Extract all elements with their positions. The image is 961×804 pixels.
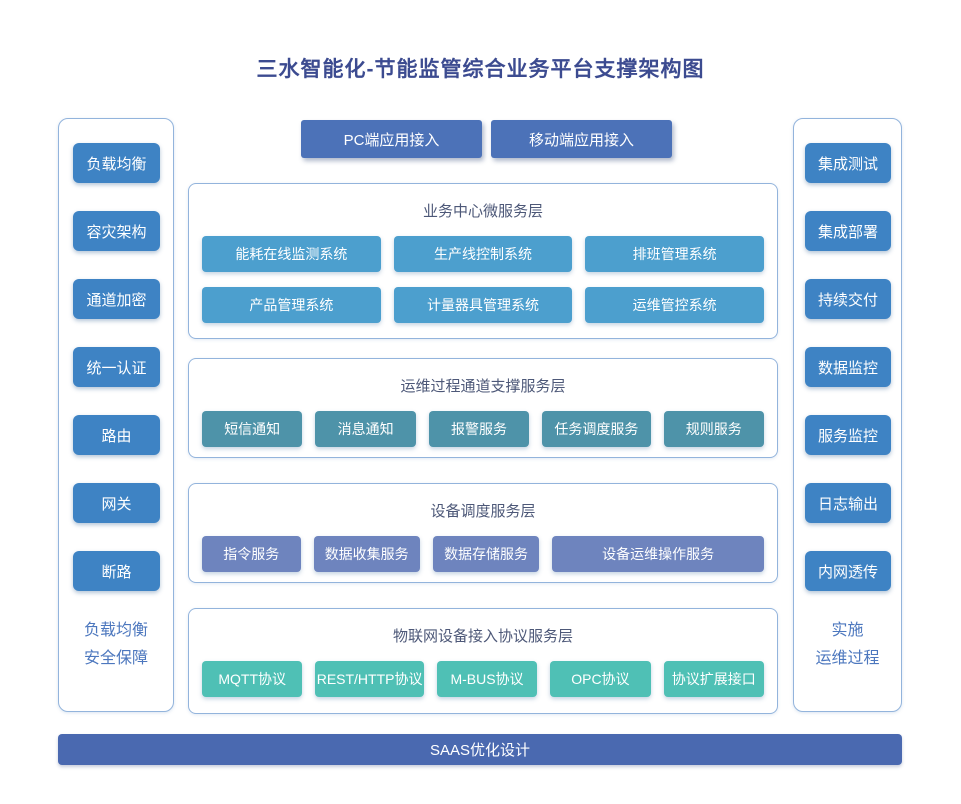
left-panel-caption-line1: 负载均衡 [83,622,148,639]
node-alarm-service: 报警服务 [428,411,530,447]
node-product-management: 产品管理系统 [202,287,381,323]
sidebar-item-log-output: 日志输出 [805,483,891,523]
saas-optimization-bar: SAAS优化设计 [58,734,902,765]
sidebar-item-service-monitoring: 服务监控 [805,415,891,455]
node-sms-notification: 短信通知 [202,411,303,447]
right-panel-caption-line2: 运维过程 [815,650,880,667]
sidebar-item-load-balancing: 负载均衡 [73,143,160,183]
layer-title-ops-channel: 运维过程通道支撑服务层 [400,378,566,395]
node-task-scheduling-service: 任务调度服务 [542,411,651,447]
node-data-storage-service: 数据存储服务 [432,536,540,572]
sidebar-item-disaster-recovery: 容灾架构 [73,211,160,251]
sidebar-item-continuous-delivery: 持续交付 [805,279,891,319]
right-panel-caption: 实施 运维过程 [794,617,901,673]
right-panel-devops: 集成测试 集成部署 持续交付 数据监控 服务监控 日志输出 内网透传 实施 运维… [793,118,902,712]
sidebar-item-unified-auth: 统一认证 [73,347,160,387]
node-rule-service: 规则服务 [663,411,764,447]
node-production-line-control: 生产线控制系统 [393,236,573,272]
sidebar-item-data-monitoring: 数据监控 [805,347,891,387]
left-panel-caption: 负载均衡 安全保障 [59,617,173,673]
node-shift-scheduling-management: 排班管理系统 [585,236,765,272]
node-mbus-protocol: M-BUS协议 [436,661,538,697]
sidebar-item-circuit-breaker: 断路 [73,551,160,591]
node-rest-http-protocol: REST/HTTP协议 [315,661,424,697]
left-panel-security: 负载均衡 容灾架构 通道加密 统一认证 路由 网关 断路 负载均衡 安全保障 [58,118,174,712]
sidebar-item-routing: 路由 [73,415,160,455]
node-mqtt-protocol: MQTT协议 [202,661,303,697]
node-device-ops-operation-service: 设备运维操作服务 [552,536,765,572]
node-data-collection-service: 数据收集服务 [313,536,420,572]
node-metering-device-management: 计量器具管理系统 [393,287,573,323]
node-message-notification: 消息通知 [315,411,416,447]
layer-device-dispatch: 设备调度服务层 指令服务 数据收集服务 数据存储服务 设备运维操作服务 [188,483,778,583]
node-ops-control-system: 运维管控系统 [585,287,765,323]
node-energy-online-monitoring: 能耗在线监测系统 [202,236,381,272]
right-panel-caption-line1: 实施 [831,622,864,639]
layer-title-business: 业务中心微服务层 [422,203,543,220]
left-panel-caption-line2: 安全保障 [83,650,148,667]
layer-title-device-dispatch: 设备调度服务层 [430,503,536,520]
page-title: 三水智能化-节能监管综合业务平台支撑架构图 [256,58,705,81]
sidebar-item-integration-testing: 集成测试 [805,143,891,183]
layer-ops-channel-support: 运维过程通道支撑服务层 短信通知 消息通知 报警服务 任务调度服务 规则服务 [188,358,778,458]
node-app-access-mobile: 移动端应用接入 [491,120,672,158]
sidebar-item-channel-encryption: 通道加密 [73,279,160,319]
sidebar-item-integration-deployment: 集成部署 [805,211,891,251]
node-app-access-pc: PC端应用接入 [301,120,482,158]
layer-iot-protocol-access: 物联网设备接入协议服务层 MQTT协议 REST/HTTP协议 M-BUS协议 … [188,608,778,714]
sidebar-item-intranet-passthrough: 内网透传 [805,551,891,591]
layer-title-iot-protocol: 物联网设备接入协议服务层 [392,628,573,645]
sidebar-item-gateway: 网关 [73,483,160,523]
node-protocol-extension-interface: 协议扩展接口 [663,661,764,697]
layer-business-microservices: 业务中心微服务层 能耗在线监测系统 生产线控制系统 排班管理系统 产品管理系统 … [188,183,778,339]
node-command-service: 指令服务 [202,536,301,572]
node-opc-protocol: OPC协议 [550,661,651,697]
